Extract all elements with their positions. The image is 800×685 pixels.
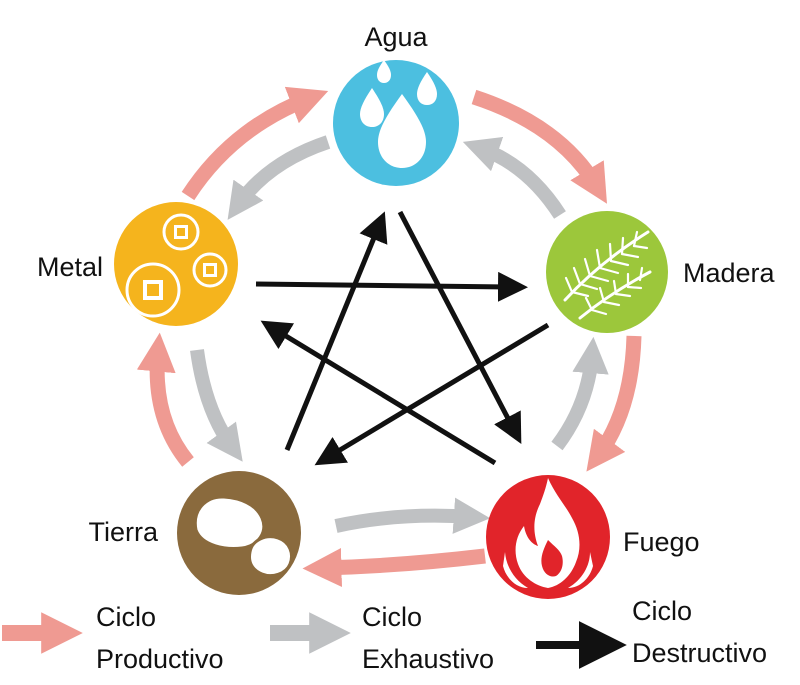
element-fuego: Fuego — [486, 475, 700, 599]
arrow-destructivo-metal-madera — [255, 271, 528, 302]
legend-exhaustivo-line1: Ciclo — [362, 602, 422, 632]
arrow-destructivo-tierra-agua — [284, 211, 388, 451]
arrow-exhaustivo-agua-metal — [227, 135, 331, 220]
arrow-destructivo-madera-tierra — [314, 322, 550, 466]
label-agua: Agua — [364, 22, 428, 52]
legend-productivo-line2: Productivo — [96, 644, 224, 674]
arrow-productivo-tierra-metal — [136, 332, 194, 467]
legend: Ciclo Productivo Ciclo Exhaustivo Ciclo … — [2, 596, 767, 674]
label-madera: Madera — [683, 258, 776, 288]
legend-destructivo-line1: Ciclo — [632, 596, 692, 626]
arrow-productivo-fuego-tierra — [302, 548, 486, 587]
arrow-exhaustivo-madera-agua — [462, 136, 566, 219]
arrow-destructivo-fuego-metal — [260, 320, 497, 466]
legend-exhaustivo-line2: Exhaustivo — [362, 644, 494, 674]
rocks-icon — [193, 495, 293, 578]
element-madera: Madera — [546, 211, 776, 333]
arrow-destructivo-agua-fuego — [397, 210, 522, 444]
legend-item-productivo: Ciclo Productivo — [2, 602, 224, 674]
madera-circle — [546, 211, 668, 333]
arrow-exhaustivo-metal-tierra — [190, 349, 243, 462]
leaves-icon — [563, 230, 652, 320]
legend-item-destructivo: Ciclo Destructivo — [536, 596, 767, 669]
productive-cycle-arrows — [136, 86, 642, 587]
label-tierra: Tierra — [88, 517, 158, 547]
legend-item-exhaustivo: Ciclo Exhaustivo — [270, 602, 494, 674]
flame-icon — [503, 478, 593, 588]
arrow-productivo-agua-madera — [471, 89, 607, 204]
arrow-productivo-madera-fuego — [586, 335, 642, 472]
coins-icon — [125, 213, 228, 318]
legend-productivo-line1: Ciclo — [96, 602, 156, 632]
label-fuego: Fuego — [623, 527, 700, 557]
arrow-exhaustivo-fuego-madera — [551, 336, 609, 451]
arrow-exhaustivo-tierra-fuego — [334, 497, 491, 534]
water-drops-icon — [360, 60, 437, 168]
destructive-cycle-arrows — [255, 210, 550, 466]
exhaustive-cycle-arrows — [190, 135, 609, 534]
element-metal: Metal — [37, 202, 238, 326]
label-metal: Metal — [37, 252, 103, 282]
element-agua: Agua — [333, 22, 459, 186]
arrow-productivo-metal-agua — [181, 86, 329, 201]
legend-destructivo-line2: Destructivo — [632, 638, 767, 668]
element-tierra: Tierra — [88, 471, 301, 595]
